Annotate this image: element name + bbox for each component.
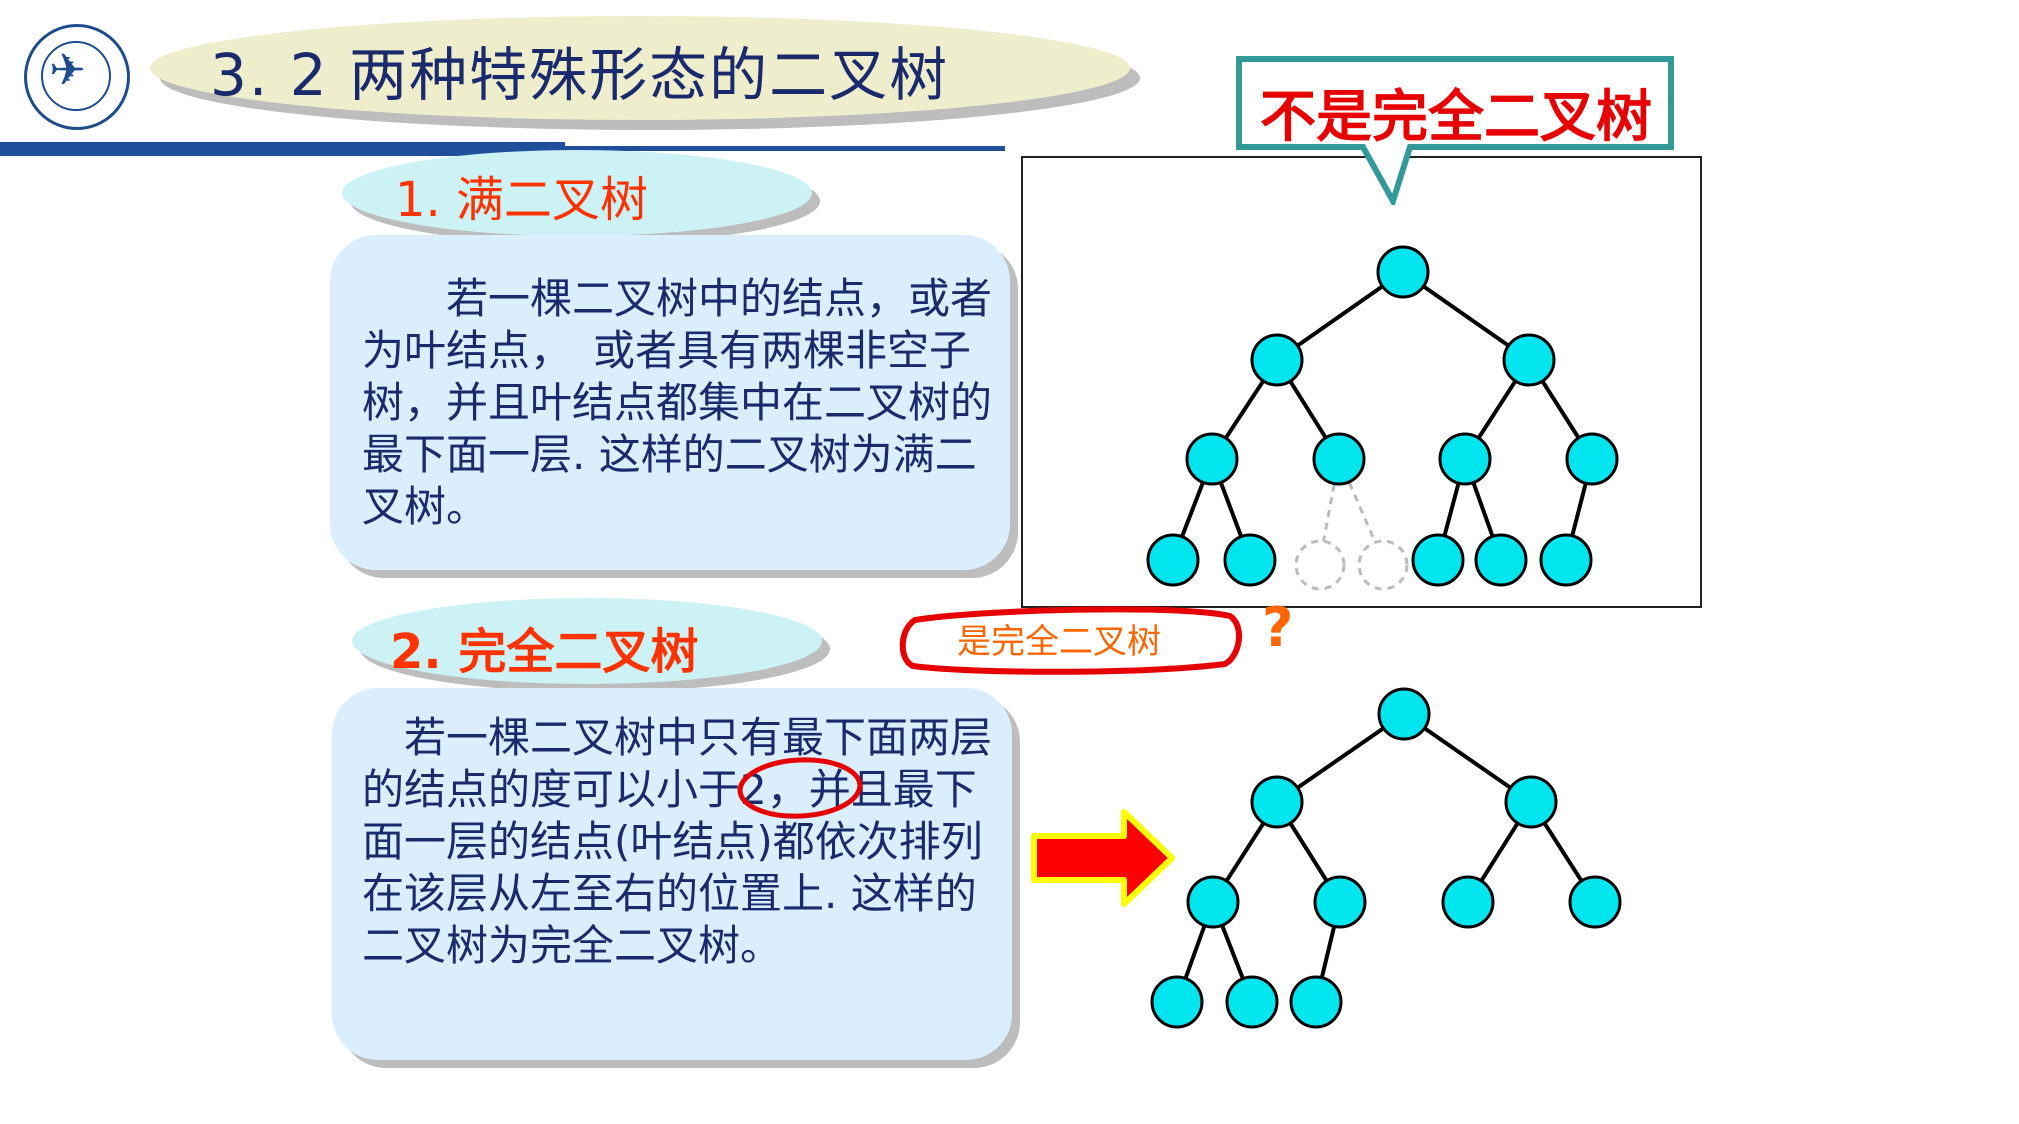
tree-node: [1250, 333, 1304, 387]
university-logo-icon: ✈: [24, 24, 130, 130]
tree-node: [1223, 533, 1277, 587]
tree-node: [1313, 875, 1367, 929]
tree-node: [1411, 533, 1465, 587]
tree-complete: [1150, 687, 1622, 1029]
title-rule: [0, 142, 565, 156]
tree-node: [1250, 775, 1304, 829]
tree-node: [1376, 245, 1430, 299]
handwritten-note: 是完全二叉树: [957, 622, 1161, 662]
heading-full-binary-tree-pill: [342, 150, 812, 236]
tree-node: [1185, 432, 1239, 486]
tree-node: [1377, 687, 1431, 741]
non-complete-tree-frame: [1021, 156, 1702, 608]
tree-node: [1539, 533, 1593, 587]
definition-complete-binary-tree: 若一棵二叉树中只有最下面两层的结点的度可以小于2，并且最下面一层的结点(叶结点)…: [332, 688, 1012, 1060]
heading-full-binary-tree: 1. 满二叉树: [395, 172, 649, 228]
complete-binary-tree-text: 若一棵二叉树中只有最下面两层的结点的度可以小于2，并且最下面一层的结点(叶结点)…: [362, 713, 993, 970]
tree-node: [1441, 875, 1495, 929]
tree-node: [1565, 432, 1619, 486]
title-rule-thin: [565, 146, 1005, 151]
heading-complete-binary-tree: 2. 完全二叉树: [390, 624, 699, 680]
tree-not-complete: [1146, 245, 1619, 591]
page-title: 3. 2 两种特殊形态的二叉树: [210, 41, 950, 109]
heading-complete-binary-tree-pill: [352, 598, 822, 684]
definition-full-binary-tree: 若一棵二叉树中的结点，或者为叶结点， 或者具有两棵非空子树，并且叶结点都集中在二…: [330, 235, 1010, 570]
tree-node: [1289, 975, 1343, 1029]
full-binary-tree-text: 若一棵二叉树中的结点，或者为叶结点， 或者具有两棵非空子树，并且叶结点都集中在二…: [362, 274, 993, 531]
callout-not-complete: 不是完全二叉树: [1260, 85, 1652, 150]
tree-node: [1474, 533, 1528, 587]
tree-node: [1504, 775, 1558, 829]
handwritten-note-outline: [899, 606, 1243, 675]
tree-node: [1150, 975, 1204, 1029]
tree-node: [1502, 333, 1556, 387]
tree-node: [1225, 975, 1279, 1029]
callout-shape: [1236, 56, 1674, 205]
tree-node: [1146, 533, 1200, 587]
tree-node: [1186, 875, 1240, 929]
title-banner: [150, 16, 1130, 120]
tree-node: [1568, 875, 1622, 929]
ink-circle-annotation: [737, 757, 863, 819]
tree-node: [1438, 432, 1492, 486]
right-arrow-icon: [1031, 809, 1175, 907]
tree-node: [1312, 432, 1366, 486]
question-mark-icon: ?: [1262, 596, 1294, 659]
